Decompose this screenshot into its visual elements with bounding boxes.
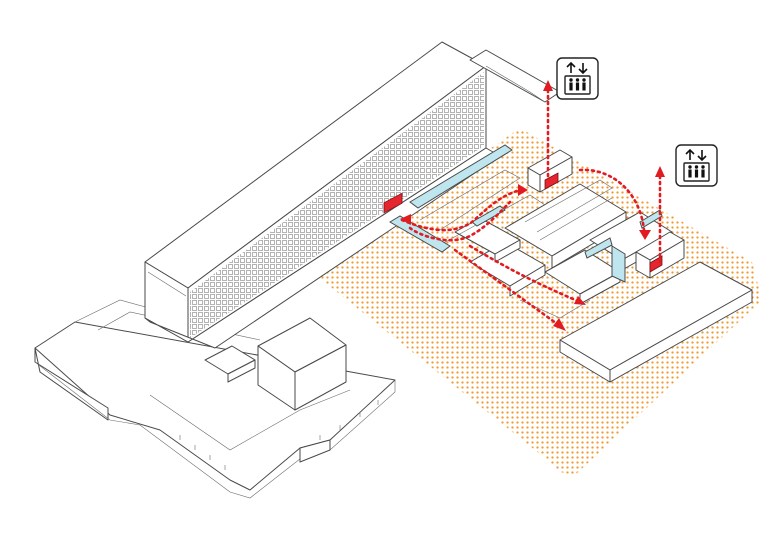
route-to-east-core	[578, 168, 646, 232]
arrow-south-end	[553, 318, 566, 331]
arrow-west-start	[400, 214, 411, 225]
highlighted-corridors	[389, 144, 663, 283]
arrow-south-mid	[574, 296, 586, 305]
route-diagonal-south	[453, 248, 562, 328]
route-west-loop	[408, 200, 512, 242]
arrow-to-north-core	[518, 184, 528, 196]
podium-windows	[179, 400, 379, 470]
elevator-sign-north	[556, 57, 599, 100]
lift-core-east	[635, 231, 685, 279]
route-to-north-lift	[400, 188, 522, 232]
slab-tower	[144, 41, 501, 349]
courtyard-complex	[419, 169, 753, 383]
auditorium-block	[204, 317, 347, 411]
route-diagonal-south-2	[468, 244, 582, 304]
entry-marker-west	[383, 192, 403, 214]
site-ground-hatch	[312, 128, 762, 475]
circulation-routes	[400, 80, 665, 331]
arrow-east-lift	[655, 166, 665, 177]
arrow-north-lift	[543, 80, 553, 91]
arrow-into-east-core	[639, 230, 651, 240]
elevator-sign-east	[675, 144, 718, 187]
lift-marker-north	[544, 172, 559, 190]
